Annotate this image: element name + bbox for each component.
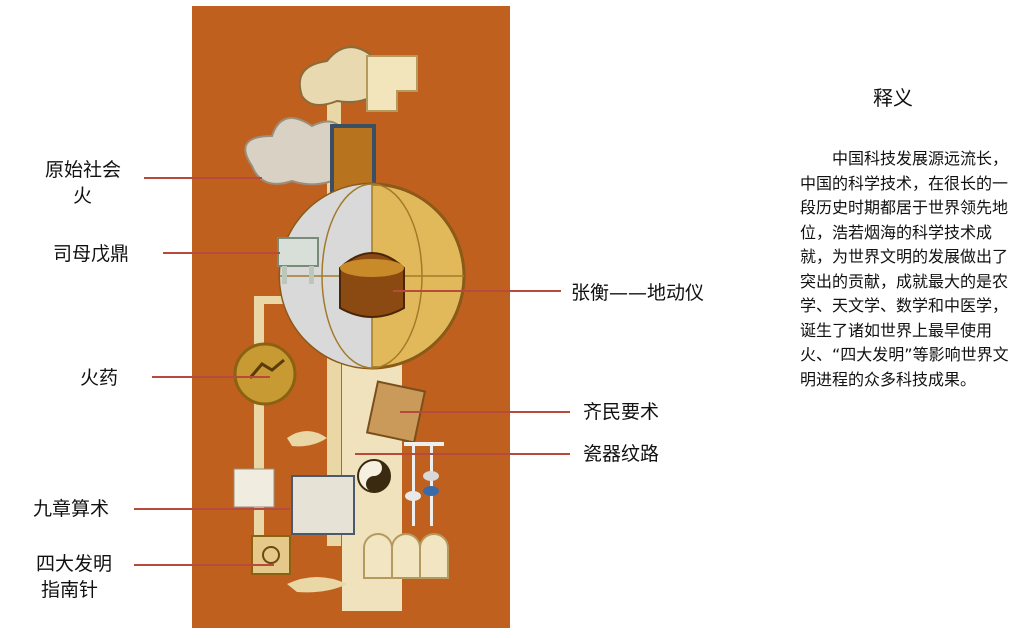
label-agriculture-book: 齐民要术 xyxy=(583,401,660,423)
arch-ornament-icon xyxy=(419,533,449,579)
label-compass: 四大发明 指南针 xyxy=(36,551,112,603)
vertical-band xyxy=(254,296,264,556)
leader-line-nine-chapters xyxy=(134,508,290,510)
swirl-ornament-icon xyxy=(287,431,327,447)
ding-vessel-icon xyxy=(277,237,319,267)
compass-icon xyxy=(251,535,291,575)
swirl-ornament-icon xyxy=(287,577,347,593)
leader-line-agriculture-book xyxy=(400,411,570,413)
leader-line-fire xyxy=(144,177,262,179)
explanation-title: 释义 xyxy=(873,86,913,110)
label-line: 原始社会 xyxy=(45,159,122,181)
leader-line-gunpowder xyxy=(152,376,270,378)
label-nine-chapters: 九章算术 xyxy=(33,498,110,520)
leader-line-seismograph xyxy=(393,290,561,292)
label-seismograph: 张衡——地动仪 xyxy=(571,282,705,304)
label-porcelain: 瓷器纹路 xyxy=(583,443,660,465)
label-ding: 司母戊鼎 xyxy=(53,243,130,265)
seal-block-icon xyxy=(233,468,275,508)
label-line: 火 xyxy=(73,185,93,207)
leader-line-ding xyxy=(163,252,280,254)
poster-artwork xyxy=(192,6,510,628)
gunpowder-icon xyxy=(233,342,297,406)
explanation-body: 中国科技发展源远流长，中国的科学技术，在很长的一段历史时期都居于世界领先地位，浩… xyxy=(800,149,1009,389)
leader-line-compass xyxy=(134,564,274,566)
poster-illustration xyxy=(233,46,466,611)
fret-pattern-icon xyxy=(366,55,418,112)
arch-ornament-icon xyxy=(363,533,393,579)
nine-chapters-icon xyxy=(291,475,355,535)
agriculture-book-icon xyxy=(365,380,427,444)
label-line: 指南针 xyxy=(41,579,99,601)
abacus-icon xyxy=(404,442,444,446)
label-gunpowder: 火药 xyxy=(80,367,119,389)
label-line: 四大发明 xyxy=(36,553,113,575)
label-primitive-fire: 原始社会 火 xyxy=(45,157,121,209)
arch-ornament-icon xyxy=(391,533,421,579)
leader-line-porcelain xyxy=(355,453,570,455)
